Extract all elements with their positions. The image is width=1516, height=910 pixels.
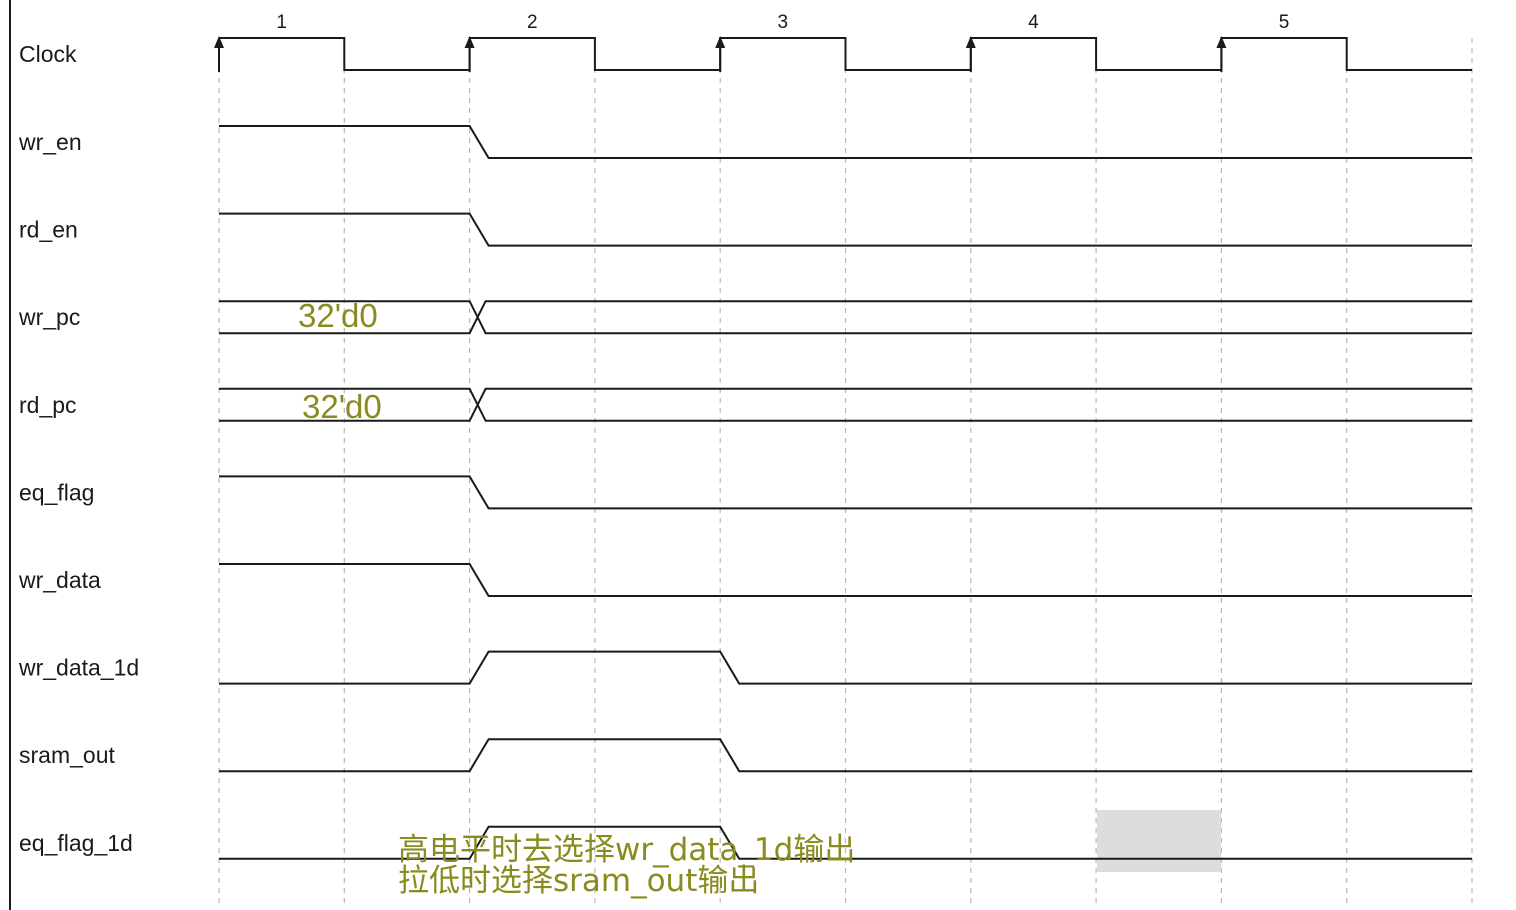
- rising-edge-arrow: [1216, 36, 1227, 48]
- waveform: [219, 212, 1472, 247]
- clock-waveform: [219, 37, 1472, 71]
- rising-edge-arrow: [214, 36, 224, 48]
- annotation-line-1: 高电平时去选择wr_data_1d输出: [398, 832, 855, 868]
- bus-value: 32'd0: [298, 297, 378, 334]
- signal-label: rd_pc: [19, 392, 77, 418]
- signal-row-rd_en: rd_en: [19, 212, 1472, 247]
- clock-signal: Clock 1 2 3 4 5: [19, 12, 1472, 72]
- signal-label: eq_flag_1d: [19, 830, 133, 856]
- clock-label: Clock: [19, 41, 77, 67]
- signal-label: rd_en: [19, 217, 78, 243]
- grid-lines: [218, 38, 1473, 905]
- waveform: [219, 475, 1472, 510]
- signal-label: wr_data_1d: [18, 655, 139, 681]
- signal-row-wr_data_1d: wr_data_1d: [18, 650, 1472, 685]
- signal-row-wr_en: wr_en: [18, 125, 1472, 159]
- signal-label: sram_out: [19, 742, 115, 768]
- signal-row-sram_out: sram_out: [19, 738, 1472, 773]
- waveform: [219, 650, 1472, 685]
- highlight-box: [1097, 810, 1221, 872]
- signal-row-wr_data: wr_data: [18, 563, 1472, 597]
- cycle-label: 3: [778, 12, 789, 33]
- cycle-label: 5: [1279, 12, 1290, 33]
- cycle-label: 4: [1028, 12, 1039, 33]
- rising-edge-arrow: [715, 36, 726, 48]
- signal-label: eq_flag: [19, 479, 94, 505]
- bus-value: 32'd0: [302, 388, 382, 425]
- rising-edge-arrow: [965, 36, 976, 48]
- rising-edge-arrow: [464, 36, 475, 48]
- signal-label: wr_en: [18, 129, 82, 155]
- annotation-line-2: 拉低时选择sram_out输出: [398, 863, 759, 899]
- signal-label: wr_pc: [18, 304, 80, 330]
- signal-row-rd_pc: rd_pc 32'd0: [19, 387, 1472, 425]
- bus-waveform-bottom: [219, 402, 1472, 422]
- annotation: 高电平时去选择wr_data_1d输出 拉低时选择sram_out输出: [398, 832, 855, 899]
- signal-row-eq_flag: eq_flag: [19, 475, 1472, 510]
- signal-row-wr_pc: wr_pc 32'd0: [18, 297, 1472, 335]
- bus-waveform-bottom: [219, 314, 1472, 335]
- waveform: [219, 738, 1472, 773]
- cycle-label: 2: [527, 12, 538, 33]
- waveform: [219, 825, 1472, 860]
- signal-row-eq_flag_1d: eq_flag_1d: [19, 825, 1472, 860]
- signal-rows: wr_en rd_en wr_pc 32'd0 rd_pc 32'd0 eq_flag wr_…: [18, 125, 1472, 860]
- signal-label: wr_data: [18, 567, 101, 593]
- waveform: [219, 125, 1472, 159]
- cycle-label: 1: [276, 12, 287, 33]
- waveform: [219, 563, 1472, 597]
